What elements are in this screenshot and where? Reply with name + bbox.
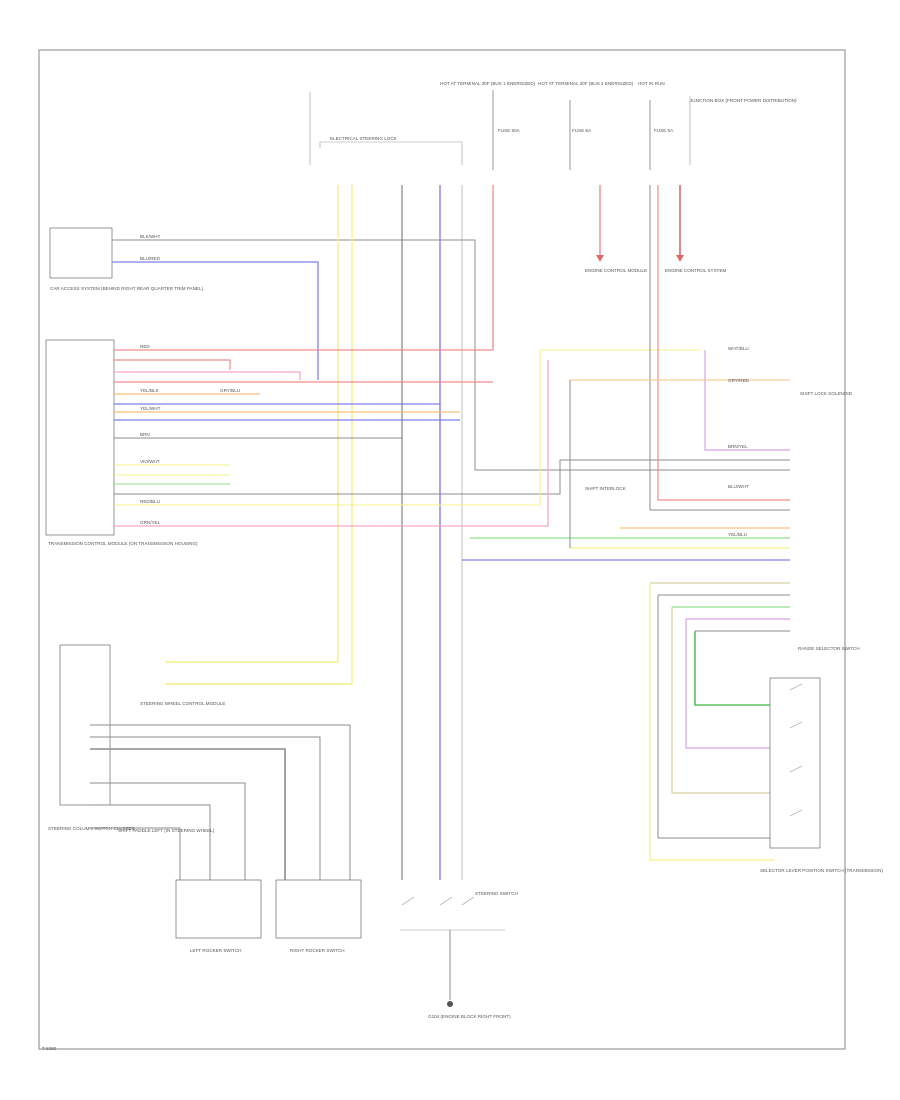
wl-w9: VIO/WHT — [140, 459, 160, 464]
wire-yellow-5 — [114, 349, 700, 506]
right-rocker-label: RIGHT ROCKER SWITCH — [290, 948, 345, 953]
wire-gray-1 — [112, 239, 790, 471]
wire-gray-3 — [114, 459, 790, 495]
steering-lock-bracket — [319, 141, 463, 165]
wire-yellow-trunk-1 — [165, 185, 339, 663]
fuse-b-label: FUSE 5A — [572, 128, 592, 133]
shift-lock-label: SHIFT LOCK SOLENOID — [800, 391, 853, 396]
wl-w1: BLK/WHT — [140, 234, 161, 239]
wl-w14: BRN/YEL — [728, 444, 748, 449]
wl-w16: YEL/BLU — [728, 532, 747, 537]
selector-lever-label: SELECTOR LEVER POSITION SWITCH (TRANSMIS… — [760, 868, 883, 873]
wire-pink-2 — [114, 360, 549, 527]
wl-w5: YEL/BLK — [140, 388, 160, 393]
wire-gray-right-1 — [649, 185, 790, 511]
wl-w6: YEL/WHT — [140, 406, 161, 411]
car-access-module — [49, 227, 113, 279]
wire-red-2 — [114, 359, 231, 370]
ground-point — [447, 1001, 453, 1007]
steering-ctrl-label: STEERING WHEEL CONTROL MODULE — [140, 701, 225, 706]
right-rocker-switch — [275, 879, 362, 939]
wire-gray-col-5 — [90, 804, 211, 880]
range-switch-label: RANGE SELECTOR SWITCH — [798, 646, 860, 651]
fuse-panel-label-1: HOT AT TERMINAL 30F (BUS 1 ENERGIZED) — [440, 81, 536, 86]
wire-yellow-sel-down — [649, 583, 775, 861]
wire-gray-sel-down — [657, 595, 775, 839]
footer-code: T-5380 — [42, 1046, 57, 1051]
diagram-frame — [38, 49, 846, 1050]
wire-gray-col-4 — [90, 782, 246, 880]
junction-box-label: JUNCTION BOX (FRONT POWER DISTRIBUTION) — [690, 98, 797, 103]
wl-w2: BLU/RED — [140, 256, 161, 261]
trans-module-label: TRANSMISSION CONTROL MODULE (ON TRANSMIS… — [48, 541, 198, 546]
fuse-a-label: FUSE 50A — [498, 128, 521, 133]
ecm-arrow-1 — [596, 255, 604, 262]
wire-violet-sel-down — [685, 619, 775, 749]
ecm-arrow-2 — [676, 255, 684, 262]
wl-w8: GRY/BLU — [220, 388, 240, 393]
interlock-label: SHIFT INTERLOCK — [585, 486, 627, 491]
selector-switch-contacts — [789, 683, 803, 817]
steering-switch-contacts — [401, 896, 475, 906]
wl-w12: WHT/BLU — [728, 346, 749, 351]
wire-red-1 — [114, 185, 494, 351]
shift-paddle-left-label: SHIFT PADDLE LEFT (IN STEERING WHEEL) — [118, 828, 215, 833]
ecm-label-1: ENGINE CONTROL MODULE — [585, 268, 647, 273]
wl-w11: GRN/YEL — [140, 520, 161, 525]
fuse-panel-label-3: HOT IN RUN — [638, 81, 665, 86]
wl-w13: GRY/RED — [728, 378, 750, 383]
wl-w7: BRN — [140, 432, 150, 437]
ecm-label-2: ENGINE CONTROL SYSTEM — [665, 268, 727, 273]
wire-gray-col-2 — [90, 736, 321, 880]
wire-yellow-trunk-2 — [165, 185, 353, 685]
range-selector-switch — [769, 677, 821, 849]
wire-red-right — [657, 185, 790, 501]
wire-pink-1 — [114, 371, 301, 380]
wl-w15: BLU/WHT — [728, 484, 749, 489]
wl-w3: RED — [140, 344, 150, 349]
fuse-c-label: FUSE 5A — [654, 128, 674, 133]
elec-steering-label: ELECTRICAL STEERING LOCK — [330, 136, 398, 141]
wire-gray-col-3 — [90, 748, 286, 880]
wire-blue-1 — [112, 261, 319, 380]
wire-darkgreen-sel — [694, 631, 775, 706]
ground-label: G104 (ENGINE BLOCK RIGHT FRONT) — [428, 1014, 511, 1019]
transmission-control-module — [45, 339, 115, 536]
left-rocker-label: LEFT ROCKER SWITCH — [190, 948, 241, 953]
car-access-label: CAR ACCESS SYSTEM (BEHIND RIGHT REAR QUA… — [50, 286, 204, 291]
left-rocker-switch — [175, 879, 262, 939]
wire-gray-col-1 — [90, 724, 351, 880]
wire-violet-right — [704, 350, 790, 451]
wire-gray-col-6 — [90, 827, 181, 880]
wire-tan-sel-down — [671, 607, 775, 794]
wl-w10: RED/BLU — [140, 499, 160, 504]
steering-switch-label: STEERING SWITCH — [475, 891, 518, 896]
fuse-panel-label-2: HOT AT TERMINAL 30F (BUS 2 ENERGIZED) — [538, 81, 634, 86]
